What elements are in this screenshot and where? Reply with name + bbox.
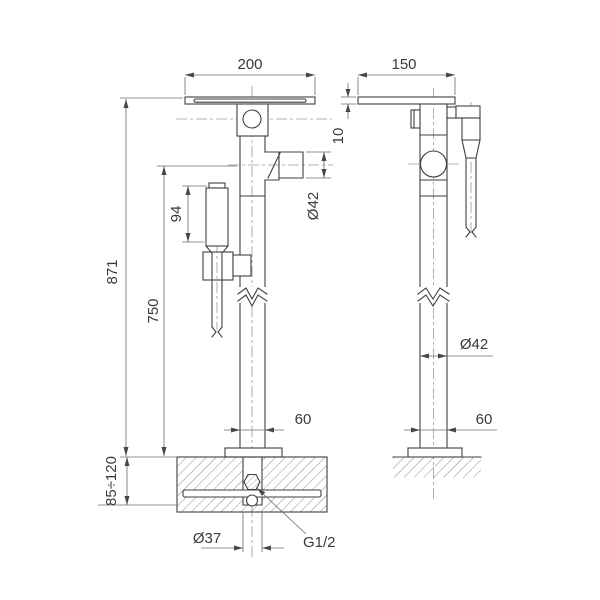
handshower-cap [208,182,226,189]
dim-front-60-label: 60 [295,411,312,428]
hose-break-icon [211,326,223,338]
anchor-hole [245,494,259,507]
base-collar [224,447,283,458]
handshower-body [205,187,229,247]
thread-callout: G1/2 [257,488,336,551]
dim-front-d42-label: Ø42 [305,192,322,220]
column-break-mask [239,287,266,303]
side-column-edges [419,103,448,449]
dimension-front-pipe-width: 60 [224,411,311,433]
side-floor-hatch [393,457,481,478]
dim-200-label: 200 [237,56,262,73]
dim-side-d42-label: Ø42 [460,336,488,353]
dimension-floor-depth: 85÷120 [98,456,177,506]
side-base-collar [407,447,463,458]
side-column-break-icon [417,287,450,308]
handshower-bracket [232,254,252,277]
column-break-icon [237,287,268,308]
side-handshower-body [461,117,481,141]
dim-d37-label: Ø37 [193,530,221,547]
dim-150-label: 150 [391,56,416,73]
spout-cone-line [267,152,281,179]
front-view: 200 871 750 85÷120 94 [98,56,336,560]
side-hose-edges [465,157,477,228]
dimension-plate-thickness: 10 [330,83,356,144]
handshower-taper [205,245,229,253]
side-handshower-taper [461,139,481,159]
dim-750-label: 750 [145,298,162,323]
dimension-side-pipe-width: 60 [404,411,497,433]
side-handshower-head [455,105,481,119]
dimension-front-width: 200 [184,56,316,95]
handshower-holder-cup [202,251,234,281]
spout-outline [264,151,304,181]
side-column-break-mask [419,287,448,303]
anchor-hex-nut [243,473,261,491]
side-handshower-bracket [446,106,457,119]
dimension-spout-height: 750 [145,165,237,456]
dim-871-label: 871 [104,259,121,284]
dimension-handshower-length: 94 [168,185,207,243]
thread-g12-label: G1/2 [303,534,336,551]
side-hose-break-icon [465,226,477,238]
top-plate [184,96,316,105]
dimension-side-pipe-diameter: Ø42 [420,336,493,359]
dimension-side-depth: 150 [357,56,456,95]
diverter-knob [242,109,262,129]
dim-side-60-label: 60 [476,411,493,428]
side-column-joints [419,134,448,197]
side-handle-knob [419,150,448,178]
side-top-plate [357,96,456,105]
dim-94-label: 94 [168,206,185,223]
dim-85-120-label: 85÷120 [103,456,120,506]
top-plate-recess [193,98,307,103]
side-diverter-knob [410,109,421,129]
side-view: 150 10 Ø42 60 [330,56,497,500]
dimension-hole-diameter: Ø37 [193,512,284,552]
dimension-total-height: 871 [104,97,183,456]
dimension-spout-diameter: Ø42 [305,151,331,220]
dim-10-label: 10 [330,128,347,145]
handshower-hose-edges [211,251,223,328]
